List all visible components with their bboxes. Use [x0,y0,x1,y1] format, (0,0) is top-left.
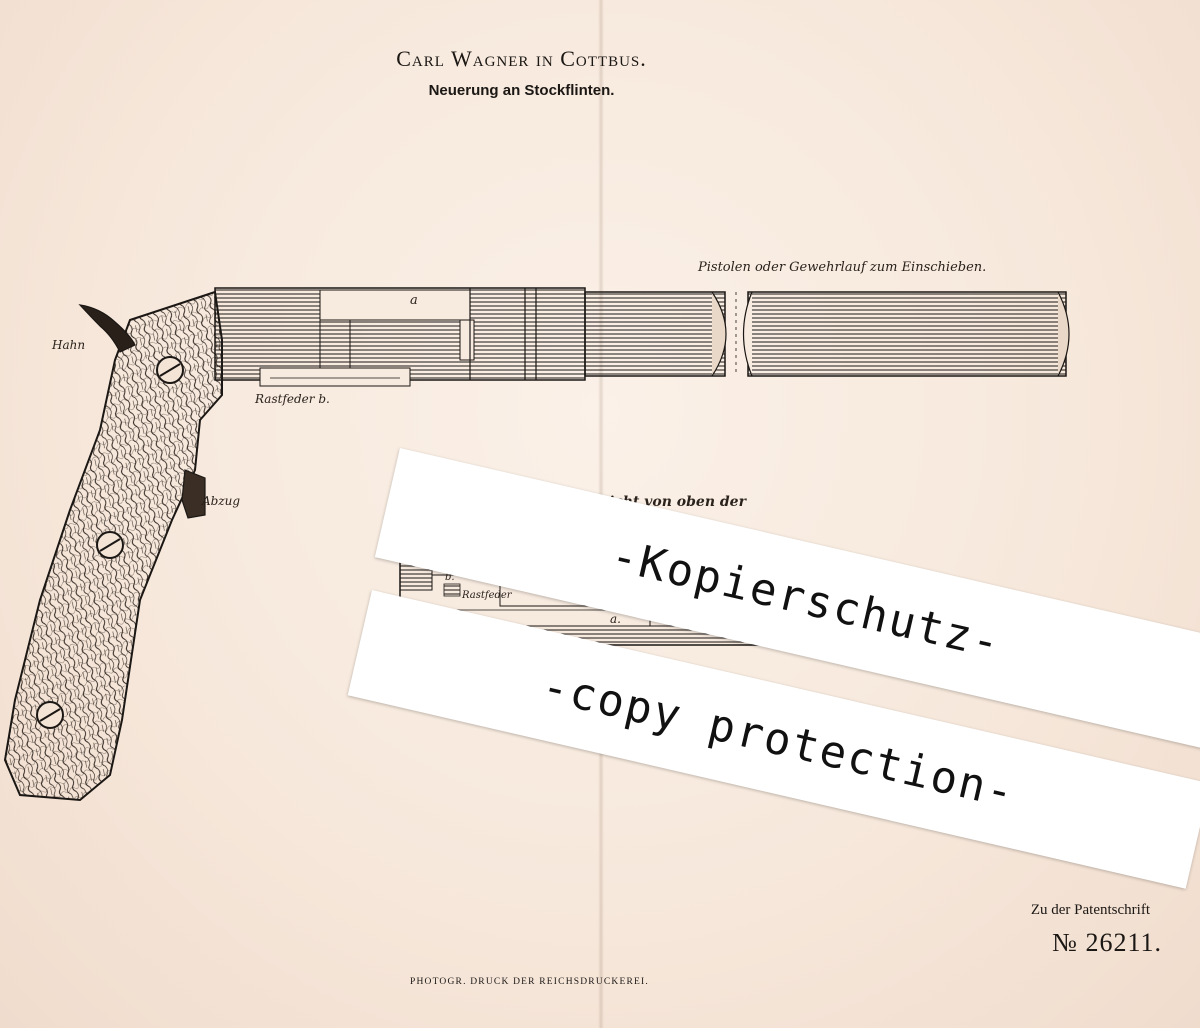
insert-barrel [585,292,1069,376]
gun-grip [5,292,222,800]
label-rastfeder: Rastfeder b. [255,392,330,406]
label-abzug: Abzug [202,494,240,508]
label-rastfeder-section: Rastfeder [462,590,512,601]
label-a-section: a. [610,612,621,626]
patent-number: № 26211. [1052,928,1162,958]
label-hahn: Hahn [52,338,85,352]
patent-label: Zu der Patentschrift [1031,902,1150,919]
printer-credit: PHOTOGR. DRUCK DER REICHSDRUCKEREI. [410,977,649,987]
barrel-caption: Pistolen oder Gewehrlauf zum Einschieben… [698,260,986,275]
label-a-top: a [410,293,418,308]
gun-barrel [215,288,585,386]
